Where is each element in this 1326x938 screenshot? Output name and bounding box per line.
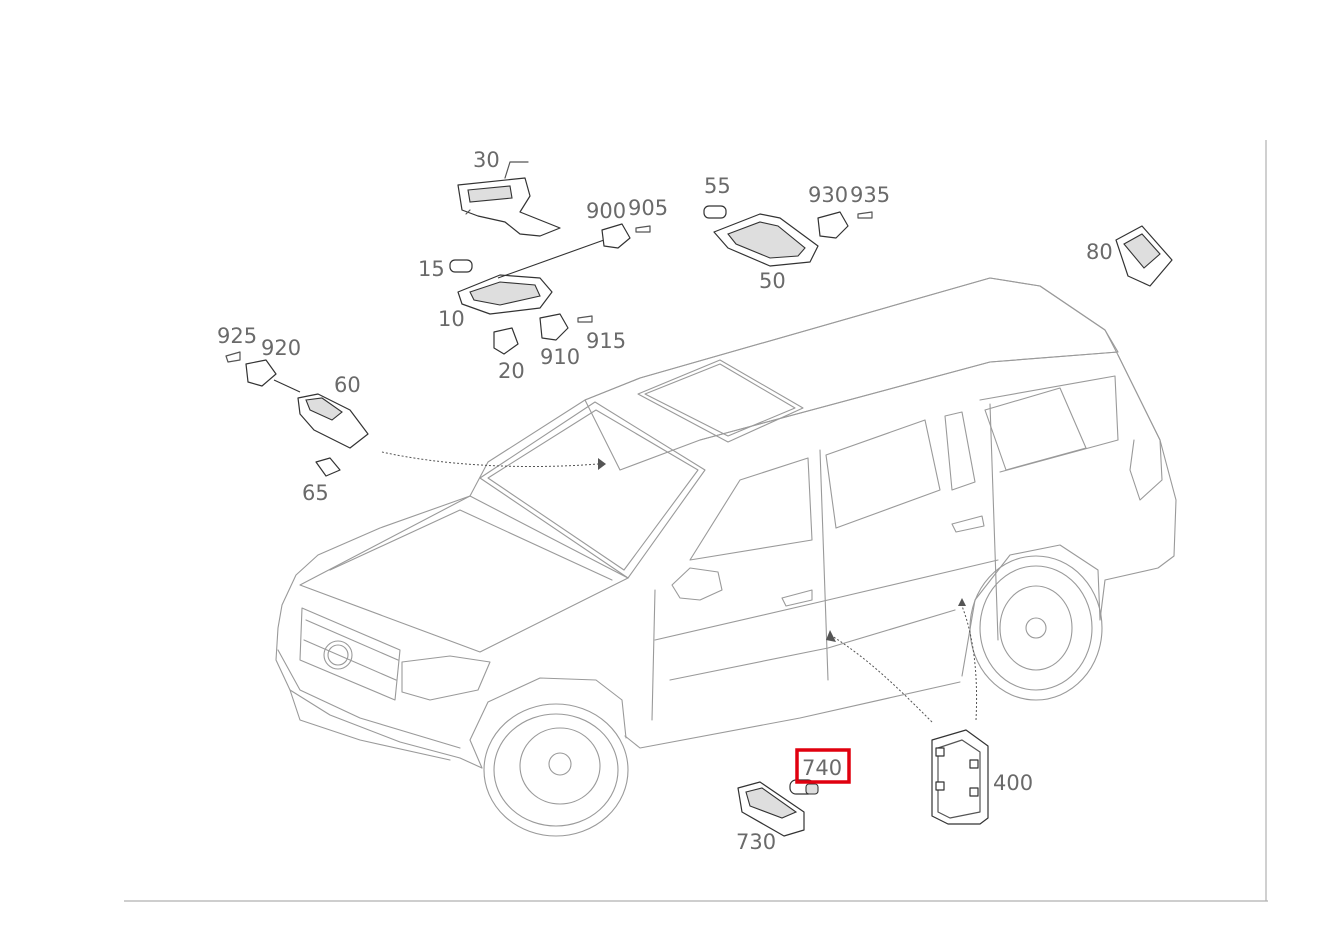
callout-10[interactable]: 10 [438, 307, 465, 331]
part-900-905-socket [601, 223, 651, 249]
callout-740-highlight-box [795, 748, 851, 784]
part-15-bulb [449, 259, 473, 273]
callout-60[interactable]: 60 [334, 373, 361, 397]
callout-900[interactable]: 900 [586, 199, 626, 223]
part-925-920-socket [225, 351, 301, 393]
part-65-bulb [315, 457, 341, 477]
part-20-switch [493, 327, 519, 355]
part-60-lamp-housing [297, 393, 369, 449]
callout-400[interactable]: 400 [993, 771, 1033, 795]
callout-925[interactable]: 925 [217, 324, 257, 348]
vehicle-illustration [275, 277, 1177, 837]
callout-935[interactable]: 935 [850, 183, 890, 207]
callout-905[interactable]: 905 [628, 196, 668, 220]
callout-740[interactable]: 740 [802, 756, 842, 780]
part-910-915-socket [539, 313, 593, 341]
callout-730[interactable]: 730 [736, 830, 776, 854]
callout-15[interactable]: 15 [418, 257, 445, 281]
part-50-lamp-frame [713, 213, 819, 267]
callout-30[interactable]: 30 [473, 148, 500, 172]
part-400-control-module [931, 729, 989, 825]
callout-920[interactable]: 920 [261, 336, 301, 360]
callout-50[interactable]: 50 [759, 269, 786, 293]
callout-80[interactable]: 80 [1086, 240, 1113, 264]
callout-910[interactable]: 910 [540, 345, 580, 369]
callout-915[interactable]: 915 [586, 329, 626, 353]
part-80-reading-lamp [1115, 225, 1173, 287]
part-10-overhead-panel [457, 239, 605, 315]
pointer-arrows [381, 451, 978, 723]
part-930-935-socket [817, 211, 873, 239]
part-55-bulb [703, 205, 727, 219]
part-30-overhead-module [457, 161, 561, 237]
callout-930[interactable]: 930 [808, 183, 848, 207]
callout-65[interactable]: 65 [302, 481, 329, 505]
part-730-footwell-lamp [737, 781, 805, 837]
callout-labels: 30 900 905 55 930 935 15 10 50 80 925 92… [217, 148, 1113, 854]
callout-20[interactable]: 20 [498, 359, 525, 383]
callout-55[interactable]: 55 [704, 174, 731, 198]
